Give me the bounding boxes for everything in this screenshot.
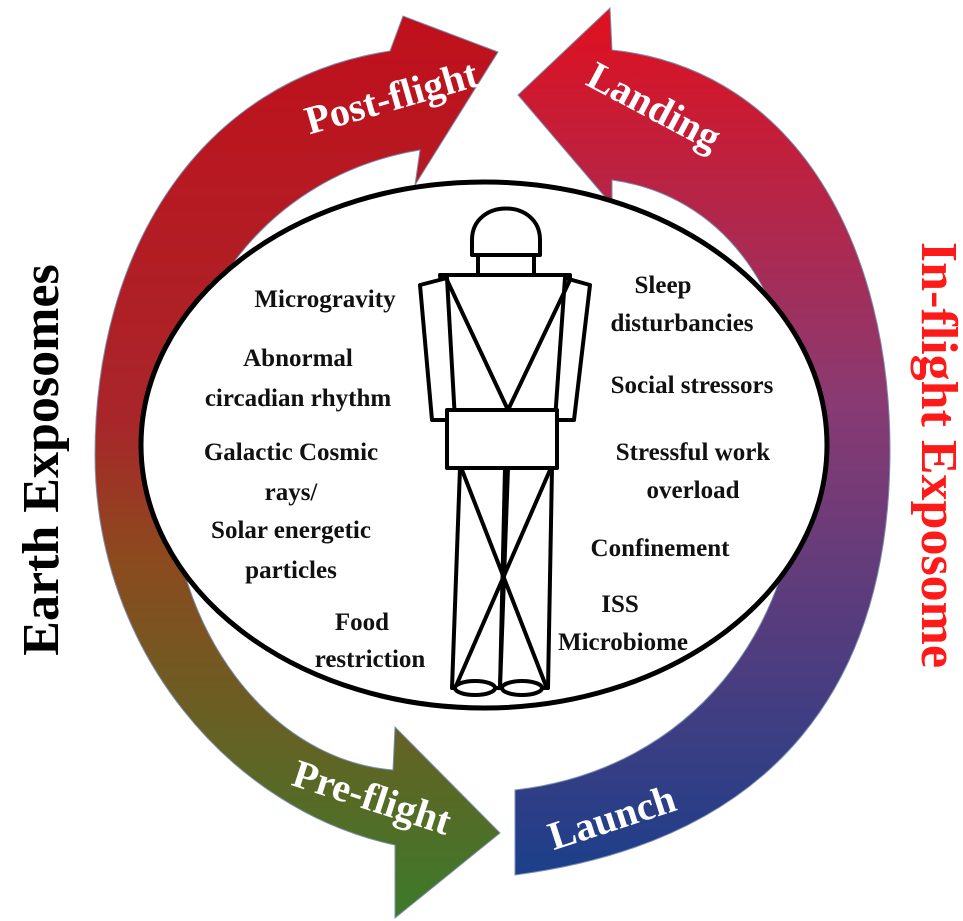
factor-cosmic-line2: rays/	[265, 479, 319, 506]
factor-cosmic-line3: Solar energetic	[211, 517, 371, 544]
inflight-exposome-label: In-flight Exposome	[910, 242, 963, 668]
factor-confinement: Confinement	[591, 535, 731, 562]
factor-sleep-line1: Sleep	[635, 272, 692, 299]
factor-social: Social stressors	[611, 372, 774, 399]
factor-work-line1: Stressful work	[616, 439, 771, 466]
factor-abnormal-line2: circadian rhythm	[205, 385, 392, 412]
factor-food-line2: restriction	[315, 646, 426, 673]
factor-abnormal-line1: Abnormal	[243, 345, 353, 372]
astronaut-figure	[418, 206, 592, 697]
factor-microgravity: Microgravity	[254, 286, 396, 313]
factor-iss-line1: ISS	[601, 591, 639, 618]
factor-cosmic-line4: particles	[245, 557, 337, 584]
factor-iss-line2: Microbiome	[558, 629, 688, 656]
factor-cosmic-line1: Galactic Cosmic	[204, 439, 378, 466]
factor-sleep-line2: disturbancies	[610, 310, 753, 337]
factor-food-line1: Food	[335, 609, 389, 636]
earth-exposomes-label: Earth Exposomes	[13, 264, 70, 655]
factor-work-line2: overload	[646, 477, 739, 504]
